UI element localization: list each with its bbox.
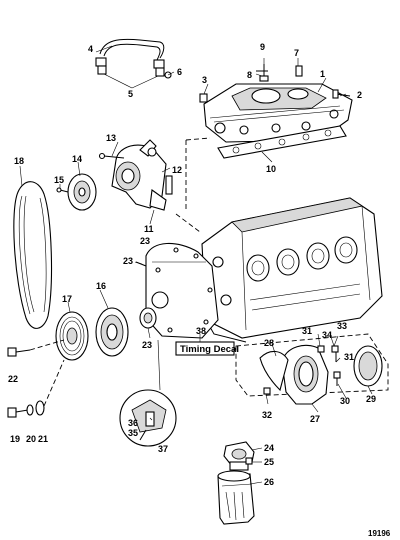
callout-16: 16 <box>96 281 106 291</box>
callout-12: 12 <box>172 165 182 175</box>
callout-17: 17 <box>62 294 72 304</box>
callout-37: 37 <box>158 444 168 454</box>
callout-27: 27 <box>310 414 320 424</box>
figure-number: 19196 <box>368 529 391 538</box>
harmonic-balancer <box>95 307 129 357</box>
balancer-bolt-and-washers <box>7 359 65 418</box>
callout-21: 21 <box>38 434 48 444</box>
callout-38: 38 <box>196 326 206 336</box>
timing-cover <box>135 242 219 339</box>
engine-block <box>201 197 383 343</box>
intake-manifold <box>203 83 353 143</box>
drive-belt <box>13 181 53 329</box>
callout-34: 34 <box>322 330 332 340</box>
leader-dash <box>175 213 201 233</box>
callout-31a: 31 <box>302 326 312 336</box>
callout-numbers: 1 2 3 4 5 6 7 8 9 10 11 12 13 14 15 16 1… <box>8 42 376 487</box>
callout-23c: 23 <box>142 340 152 350</box>
callout-29: 29 <box>366 394 376 404</box>
oil-filter-adapter <box>223 441 255 471</box>
callout-2: 2 <box>357 90 362 100</box>
water-pump-pulley <box>56 173 97 211</box>
callout-1: 1 <box>320 69 325 79</box>
callout-3: 3 <box>202 75 207 85</box>
callout-5: 5 <box>128 89 133 99</box>
leader-dash <box>185 137 211 141</box>
front-seal <box>139 307 157 329</box>
timing-decal: Timing Decal <box>175 341 239 356</box>
rear-group-boundary <box>235 333 389 397</box>
callout-36: 36 <box>128 418 138 428</box>
callout-26: 26 <box>264 477 274 487</box>
fuel-line-assembly <box>95 38 172 79</box>
rear-main-seal <box>353 345 383 387</box>
callout-4: 4 <box>88 44 93 54</box>
callout-6: 6 <box>177 67 182 77</box>
crankshaft-pulley <box>55 311 89 361</box>
water-pump <box>98 139 173 211</box>
oil-filter <box>217 470 255 525</box>
callout-28: 28 <box>264 338 274 348</box>
callout-10: 10 <box>266 164 276 174</box>
callout-23b: 23 <box>123 256 133 266</box>
callout-9: 9 <box>260 42 265 52</box>
callout-33: 33 <box>337 321 347 331</box>
callout-15: 15 <box>54 175 64 185</box>
timing-pointer-detail <box>119 339 177 447</box>
callout-7: 7 <box>294 48 299 58</box>
callout-11: 11 <box>144 224 154 234</box>
callout-30: 30 <box>340 396 350 406</box>
timing-decal-label: Timing Decal <box>180 344 239 355</box>
rear-seal-housing <box>259 344 329 405</box>
callout-24: 24 <box>264 443 274 453</box>
callout-22: 22 <box>8 374 18 384</box>
rear-housing-fasteners <box>263 345 341 395</box>
callout-32: 32 <box>262 410 272 420</box>
callout-25: 25 <box>264 457 274 467</box>
intake-gasket <box>217 125 347 159</box>
callout-14: 14 <box>72 154 82 164</box>
callout-20: 20 <box>26 434 36 444</box>
callout-18: 18 <box>14 156 24 166</box>
callout-19: 19 <box>10 434 20 444</box>
leader-lines <box>19 45 373 485</box>
pulley-bolt <box>7 339 65 357</box>
callout-35: 35 <box>128 428 138 438</box>
callout-23a: 23 <box>140 236 150 246</box>
callout-8: 8 <box>247 70 252 80</box>
callout-31b: 31 <box>344 352 354 362</box>
callout-13: 13 <box>106 133 116 143</box>
